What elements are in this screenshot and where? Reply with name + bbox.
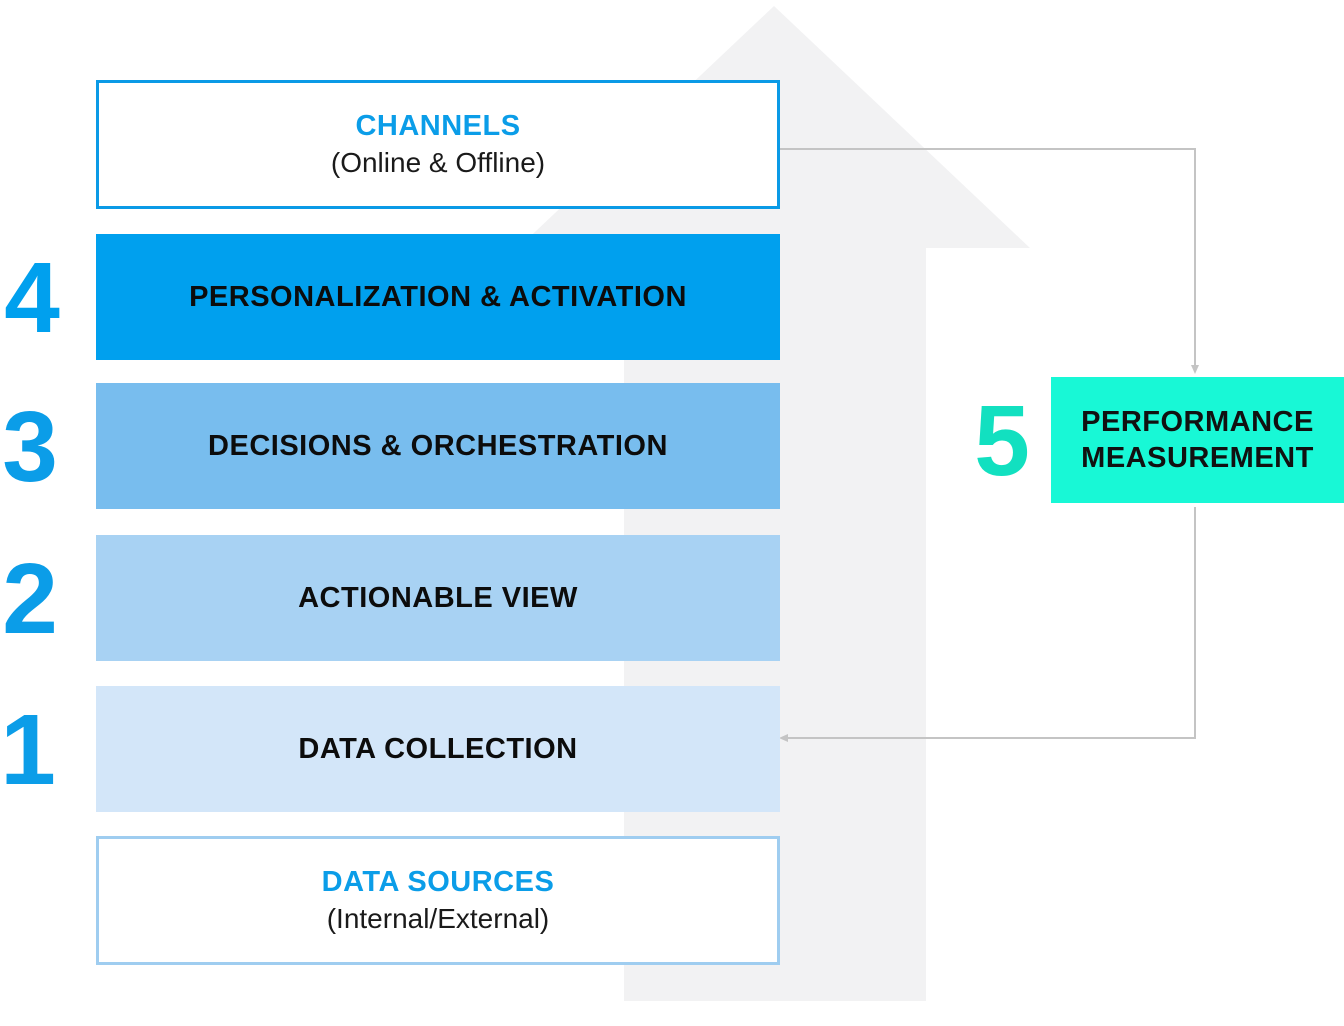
channels-box: CHANNELS (Online & Offline): [96, 80, 780, 209]
layer-number-1: 1: [0, 694, 56, 806]
layer-data-collection: DATA COLLECTION: [96, 686, 780, 812]
layer-actionable-view: ACTIONABLE VIEW: [96, 535, 780, 661]
channels-subtitle: (Online & Offline): [330, 147, 546, 178]
layer-personalization-activation: PERSONALIZATION & ACTIVATION: [96, 234, 780, 360]
data-sources-box: DATA SOURCES (Internal/External): [96, 836, 780, 965]
layer-label: DATA COLLECTION: [298, 732, 578, 765]
layer-number-4: 4: [4, 242, 60, 354]
layer-label: PERSONALIZATION & ACTIVATION: [189, 280, 687, 313]
channels-to-performance-connector: [780, 148, 1199, 374]
data-sources-subtitle: (Internal/External): [326, 903, 550, 934]
performance-to-data-collection-connector: [779, 507, 1196, 742]
layer-number-2: 2: [2, 543, 58, 655]
layer-number-3: 3: [2, 391, 58, 503]
performance-measurement-box: PERFORMANCE MEASUREMENT: [1051, 377, 1344, 503]
layer-decisions-orchestration: DECISIONS & ORCHESTRATION: [96, 383, 780, 509]
performance-number: 5: [974, 385, 1030, 497]
performance-line-2: MEASUREMENT: [1081, 442, 1314, 474]
layer-label: DECISIONS & ORCHESTRATION: [208, 429, 668, 462]
channels-title: CHANNELS: [355, 110, 521, 142]
data-sources-title: DATA SOURCES: [321, 866, 555, 898]
layer-label: ACTIONABLE VIEW: [298, 581, 578, 614]
performance-line-1: PERFORMANCE: [1081, 406, 1314, 438]
